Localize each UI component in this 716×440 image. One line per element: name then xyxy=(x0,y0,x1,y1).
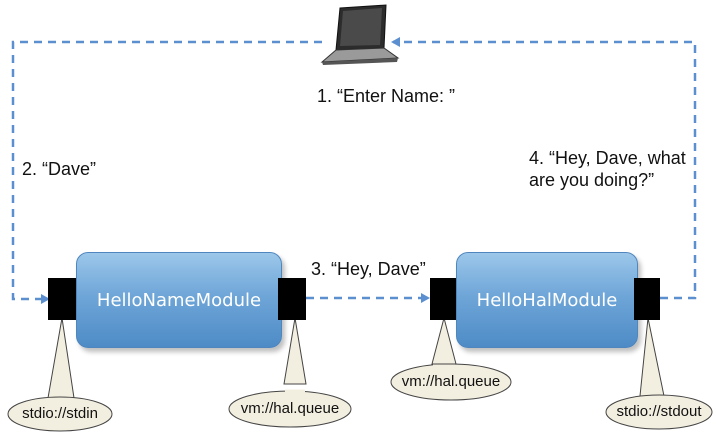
laptop-icon xyxy=(320,4,400,65)
callout-hal-queue-in xyxy=(390,316,512,401)
flow-arrow-output xyxy=(391,37,697,300)
hal-queue-in-endpoint-label: vm://hal.queue xyxy=(401,373,501,390)
stdout-port xyxy=(634,278,660,320)
hello-hal-module-label: HelloHalModule xyxy=(476,289,618,311)
step4-label: 4. “Hey, Dave, what are you doing?” xyxy=(529,147,709,191)
callout-stdout xyxy=(605,317,713,430)
hello-name-module-label: HelloNameModule xyxy=(96,289,262,311)
hello-name-module: HelloNameModule xyxy=(76,252,282,348)
stdin-endpoint-label: stdio://stdin xyxy=(22,405,98,422)
step2-label: 2. “Dave” xyxy=(22,159,97,179)
hal-queue-in-port xyxy=(430,278,456,320)
step4-label-line1: 4. “Hey, Dave, what xyxy=(529,148,686,168)
callout-hal-queue-out xyxy=(228,317,352,428)
step4-label-line2: are you doing?” xyxy=(529,170,655,190)
hal-queue-out-endpoint-label: vm://hal.queue xyxy=(240,400,340,417)
step3-label: 3. “Hey, Dave” xyxy=(311,259,426,279)
step1-label: 1. “Enter Name: ” xyxy=(317,86,456,106)
hello-hal-module: HelloHalModule xyxy=(456,252,638,348)
stdout-endpoint-label: stdio://stdout xyxy=(616,403,702,420)
callout-stdin xyxy=(7,317,113,432)
stdin-port xyxy=(48,278,76,320)
flow-arrow-input xyxy=(11,40,322,304)
hal-queue-out-port xyxy=(278,278,306,320)
